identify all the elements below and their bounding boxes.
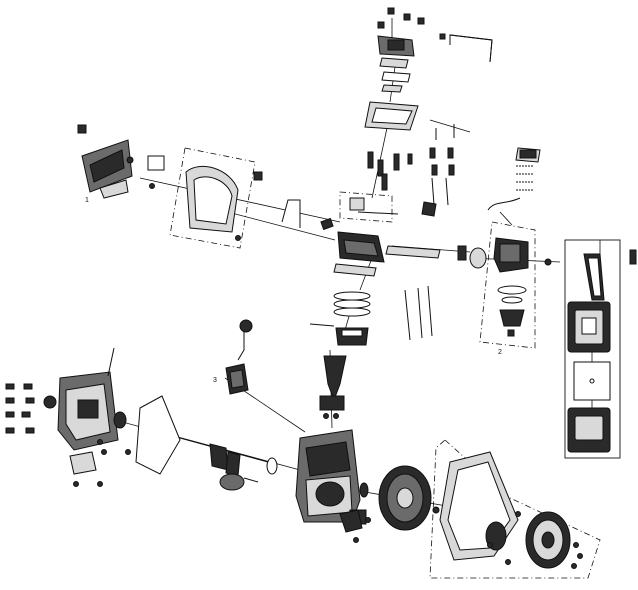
group-box-head-cover [340,192,392,222]
callout-3: 3 [213,377,217,384]
intake-manifold [386,246,440,258]
carburetor-group [488,148,551,336]
recoil-starter [526,512,583,569]
cylinder-head-group [321,198,486,276]
spark-plug [422,202,436,216]
ignition-coil [226,320,252,394]
crankshaft-group [180,438,277,490]
camshaft [220,474,244,490]
valve-cover-assembly [365,8,445,130]
callout-1: 1 [85,197,89,204]
air-filter-element [574,362,610,400]
float-bowl [500,310,524,326]
mounting-bracket [282,200,300,228]
long-studs [405,286,432,340]
side-cover [150,166,263,240]
breather-gasket [380,58,408,68]
connecting-rod [324,356,346,400]
callout-2: 2 [498,349,502,356]
top-bolts [378,8,445,39]
choke-rod [450,35,492,62]
fan-housing [440,452,521,565]
piston-assembly [310,292,370,419]
flywheel [379,466,439,530]
crankcase-gasket [136,396,180,474]
head-bolts [368,124,454,205]
cover-bolts [6,384,34,433]
head-gasket [334,264,376,276]
air-filter-group [568,250,636,452]
crankcase-cover-group [6,348,131,487]
